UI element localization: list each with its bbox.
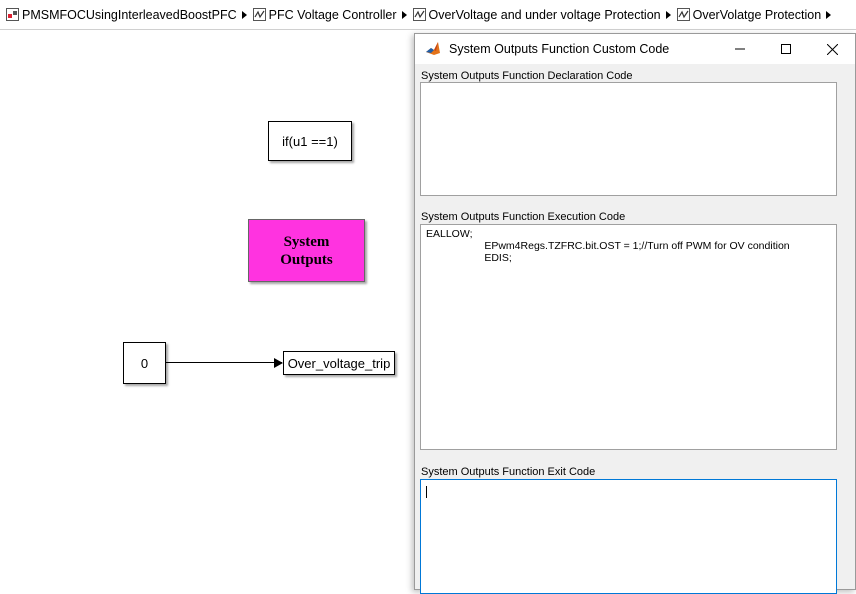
breadcrumb-item-overvoltage-protection[interactable]: OverVolatge Protection [676, 7, 822, 22]
code-line: EALLOW; [426, 228, 473, 240]
maximize-button[interactable] [763, 34, 809, 64]
breadcrumb-label: PMSMFOCUsingInterleavedBoostPFC [22, 7, 237, 22]
arrowhead-icon [274, 358, 283, 368]
breadcrumb-item-ov-uv-protection[interactable]: OverVoltage and under voltage Protection [412, 7, 661, 22]
breadcrumb-label: OverVoltage and under voltage Protection [428, 7, 661, 22]
goto-tag-label: Over_voltage_trip [287, 355, 391, 371]
dialog-title: System Outputs Function Custom Code [449, 42, 670, 56]
subsystem-icon [412, 8, 426, 21]
system-outputs-label-line1: System [283, 233, 330, 250]
breadcrumb: PMSMFOCUsingInterleavedBoostPFC PFC Volt… [0, 0, 856, 30]
chevron-right-icon [401, 10, 407, 19]
close-button[interactable] [809, 34, 855, 64]
code-line: EDIS; [426, 252, 512, 264]
breadcrumb-item-model[interactable]: PMSMFOCUsingInterleavedBoostPFC [6, 8, 237, 22]
subsystem-icon [252, 8, 266, 21]
close-icon [826, 43, 838, 55]
constant-value: 0 [140, 355, 149, 371]
execution-code-label: System Outputs Function Execution Code [421, 211, 626, 223]
system-outputs-block[interactable]: System Outputs [248, 219, 365, 282]
custom-code-dialog: System Outputs Function Custom Code Syst… [414, 33, 856, 594]
signal-line[interactable] [166, 362, 282, 363]
exit-code-editor[interactable] [420, 479, 837, 594]
chevron-right-icon [241, 10, 247, 19]
goto-block[interactable]: Over_voltage_trip [283, 351, 395, 375]
model-icon [6, 8, 19, 21]
chevron-right-icon[interactable] [826, 10, 832, 19]
declaration-code-label: System Outputs Function Declaration Code [421, 70, 633, 82]
minimize-icon [735, 48, 745, 50]
minimize-button[interactable] [717, 34, 763, 64]
text-cursor [426, 486, 427, 498]
subsystem-icon [676, 8, 690, 21]
code-line: EPwm4Regs.TZFRC.bit.OST = 1;//Turn off P… [426, 240, 790, 252]
breadcrumb-label: PFC Voltage Controller [268, 7, 397, 22]
constant-block[interactable]: 0 [123, 342, 166, 384]
system-outputs-label-line2: Outputs [280, 251, 333, 268]
dialog-titlebar[interactable]: System Outputs Function Custom Code [415, 34, 855, 64]
declaration-code-editor[interactable] [420, 82, 837, 196]
if-block-label: if(u1 ==1) [282, 133, 338, 149]
breadcrumb-item-pfc-voltage-controller[interactable]: PFC Voltage Controller [252, 7, 397, 22]
breadcrumb-label: OverVolatge Protection [692, 7, 822, 22]
matlab-icon [426, 42, 440, 55]
maximize-icon [781, 44, 791, 54]
execution-code-editor[interactable]: EALLOW; EPwm4Regs.TZFRC.bit.OST = 1;//Tu… [420, 224, 837, 450]
chevron-right-icon [665, 10, 671, 19]
exit-code-label: System Outputs Function Exit Code [421, 466, 596, 478]
if-block[interactable]: if(u1 ==1) [268, 121, 352, 161]
